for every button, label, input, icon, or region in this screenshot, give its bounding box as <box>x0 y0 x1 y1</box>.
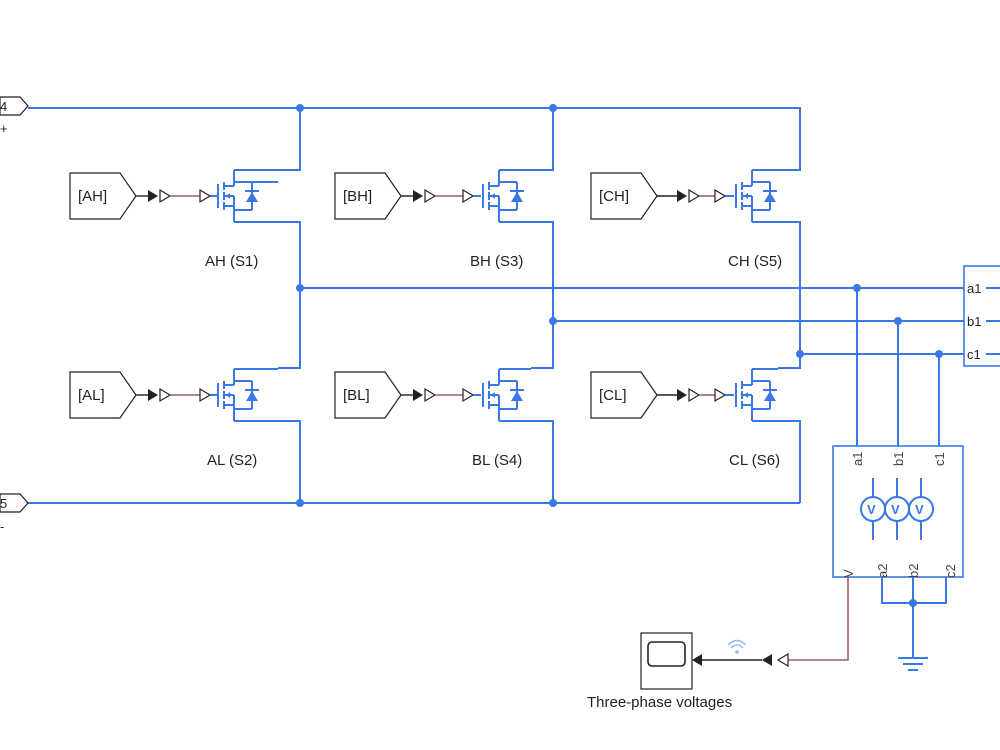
mosfet-icon-cl[interactable] <box>735 368 778 422</box>
scope-block[interactable] <box>640 632 693 690</box>
leg-c-mid-wire[interactable] <box>778 221 801 369</box>
svg-text:[CL]: [CL] <box>599 387 627 404</box>
dc-minus-port[interactable]: 5 - <box>0 493 29 534</box>
svg-text:[BL]: [BL] <box>343 387 370 404</box>
leg-b-bottom-wire[interactable] <box>531 420 554 503</box>
svg-text:c2: c2 <box>943 564 958 578</box>
goto-tag-ch[interactable]: [CH] <box>590 172 658 220</box>
svg-text:-: - <box>0 519 4 534</box>
goto-tag-cl[interactable]: [CL] <box>590 371 658 419</box>
svg-text:+: + <box>0 121 8 136</box>
svg-text:[AH]: [AH] <box>78 188 107 205</box>
switch-label-ah: AH (S1) <box>205 253 258 270</box>
arrow-head-icon <box>692 654 702 666</box>
leg-c-top-wire[interactable] <box>553 107 801 171</box>
svg-text:b2: b2 <box>906 564 921 578</box>
voltage-measurement-block[interactable]: a1 b1 c1 V V V V a2 b2 c2 <box>832 445 964 578</box>
svg-text:[AL]: [AL] <box>78 387 105 404</box>
leg-b-mid-wire[interactable] <box>531 221 554 369</box>
dc-plus-port[interactable]: 4 + <box>0 96 29 136</box>
svg-text:V: V <box>867 502 876 517</box>
mosfet-icon-ah[interactable] <box>217 169 278 223</box>
switch-label-cl: CL (S6) <box>729 452 780 469</box>
switch-label-bh: BH (S3) <box>470 253 523 270</box>
port-c1: c1 <box>967 347 981 362</box>
svg-text:V: V <box>915 502 924 517</box>
port-a1: a1 <box>967 281 981 296</box>
svg-text:[BH]: [BH] <box>343 188 372 205</box>
goto-tag-bl[interactable]: [BL] <box>334 371 402 419</box>
leg-a-top-wire[interactable] <box>278 108 301 171</box>
mosfet-icon-al[interactable] <box>217 368 278 422</box>
svg-text:4: 4 <box>0 99 7 114</box>
goto-tag-al[interactable]: [AL] <box>69 371 137 419</box>
goto-tag-bh[interactable]: [BH] <box>334 172 402 220</box>
mosfet-icon-bh[interactable] <box>482 169 531 223</box>
voltmeter-icon: V V V <box>860 496 934 522</box>
leg-a-mid-wire[interactable] <box>278 221 301 369</box>
mosfet-icon-ch[interactable] <box>735 169 778 223</box>
switch-label-al: AL (S2) <box>207 452 257 469</box>
svg-text:c1: c1 <box>932 452 947 466</box>
ground-icon <box>898 657 928 671</box>
svg-text:b1: b1 <box>891 452 906 466</box>
leg-b-top-wire[interactable] <box>531 108 554 171</box>
svg-text:a1: a1 <box>850 452 865 466</box>
svg-text:[CH]: [CH] <box>599 188 629 205</box>
svg-text:a2: a2 <box>875 564 890 578</box>
output-connection-block[interactable]: a1 b1 c1 <box>963 265 1000 367</box>
converter-arrow-icon <box>776 652 789 668</box>
junction-dots <box>296 104 943 607</box>
mosfet-icon-bl[interactable] <box>482 368 531 422</box>
signal-converters <box>136 188 734 403</box>
scope-label: Three-phase voltages <box>587 694 732 711</box>
leg-c-bottom-wire[interactable] <box>778 420 801 503</box>
leg-a-bottom-wire[interactable] <box>278 420 301 503</box>
port-b1: b1 <box>967 314 981 329</box>
switch-label-ch: CH (S5) <box>728 253 782 270</box>
switch-label-bl: BL (S4) <box>472 452 522 469</box>
v-signal-wire[interactable] <box>788 577 849 661</box>
svg-text:V: V <box>891 502 900 517</box>
svg-text:V: V <box>841 569 856 578</box>
goto-tag-ah[interactable]: [AH] <box>69 172 137 220</box>
converter-arrow-icon <box>762 654 772 666</box>
svg-text:5: 5 <box>0 496 7 511</box>
signal-logging-icon <box>727 639 747 654</box>
